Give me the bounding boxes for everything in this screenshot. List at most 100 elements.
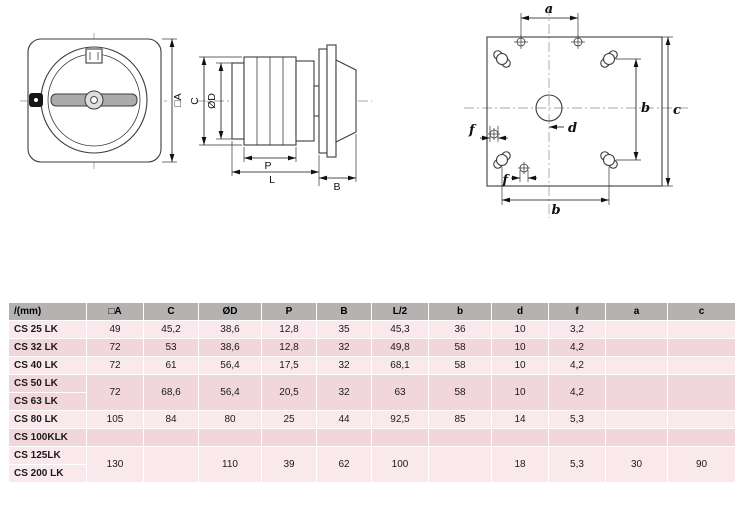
keyhole-slot — [493, 50, 511, 68]
table-cell: 92,5 — [371, 410, 429, 429]
table-cell: 14 — [491, 410, 549, 429]
col-header: C — [143, 302, 199, 321]
table-cell — [143, 446, 199, 483]
table-cell: 30 — [605, 446, 668, 483]
table-cell: 62 — [316, 446, 372, 483]
table-cell: 58 — [428, 374, 492, 411]
small-hole — [514, 35, 528, 49]
technical-drawings: □A C ØD — [20, 2, 688, 218]
row-label: CS 50 LK — [8, 374, 87, 393]
table-cell — [667, 374, 736, 411]
side-view-drawing: C ØD P L B — [189, 44, 372, 193]
table-cell — [548, 428, 606, 447]
keyhole-slot — [600, 50, 618, 68]
table-cell: 35 — [316, 320, 372, 339]
dim-label-p: P — [264, 160, 271, 172]
row-label: CS 80 LK — [8, 410, 87, 429]
table-cell — [667, 428, 736, 447]
table-row: CS 63 LK — [8, 392, 736, 411]
col-header: d — [491, 302, 549, 321]
col-header: L/2 — [371, 302, 429, 321]
table-cell: 90 — [667, 446, 736, 483]
col-header: c — [667, 302, 736, 321]
table-cell: 5,3 — [548, 410, 606, 429]
table-cell: 85 — [428, 410, 492, 429]
table-cell: 56,4 — [198, 356, 262, 375]
table-row: CS 125LK 130 110 39 62 100 18 5,3 30 90 — [8, 446, 736, 483]
row-label: CS 32 LK — [8, 338, 87, 357]
row-label: CS 200 LK — [8, 464, 87, 483]
table-cell — [605, 320, 668, 339]
table-cell — [261, 428, 317, 447]
small-hole — [571, 35, 585, 49]
table-cell: 18 — [491, 446, 549, 483]
indicator-window — [85, 48, 103, 64]
table-row: CS 80 LK 105 84 80 25 44 92,5 85 14 5,3 — [8, 410, 736, 429]
table-cell — [605, 374, 668, 411]
table-row: CS 50 LK 72 68,6 56,4 20,5 32 63 58 10 4… — [8, 374, 736, 411]
small-hole — [518, 162, 530, 174]
keyhole-slot — [493, 151, 511, 169]
table-cell: 63 — [371, 374, 429, 411]
table-cell: 38,6 — [198, 338, 262, 357]
dimension-table: /(mm) □A C ØD P B L/2 b d f a c CS 25 LK… — [8, 302, 736, 483]
col-header: ØD — [198, 302, 262, 321]
table-cell: 38,6 — [198, 320, 262, 339]
col-header: P — [261, 302, 317, 321]
dim-label-f-left: f — [468, 123, 477, 138]
table-cell — [667, 356, 736, 375]
table-cell — [143, 428, 199, 447]
table-cell: 61 — [143, 356, 199, 375]
table-cell: 45,2 — [143, 320, 199, 339]
table-cell: 5,3 — [548, 446, 606, 483]
table-row: CS 200 LK — [8, 464, 736, 483]
table-cell: 84 — [143, 410, 199, 429]
table-cell — [667, 410, 736, 429]
dim-label-d: d — [568, 121, 577, 136]
table-cell: 32 — [316, 338, 372, 357]
dim-label-a: a — [545, 2, 553, 17]
table-cell: 10 — [491, 320, 549, 339]
dim-label-f-bottom: f — [501, 173, 510, 188]
table-cell — [428, 446, 492, 483]
table-cell: 10 — [491, 356, 549, 375]
table-cell: 4,2 — [548, 374, 606, 411]
table-cell: 25 — [261, 410, 317, 429]
table-cell — [667, 320, 736, 339]
table-cell — [428, 428, 492, 447]
table-cell: 4,2 — [548, 356, 606, 375]
table-cell — [605, 356, 668, 375]
col-header: b — [428, 302, 492, 321]
table-row: CS 25 LK 49 45,2 38,6 12,8 35 45,3 36 10… — [8, 320, 736, 339]
dim-label-diameter-d: ØD — [206, 93, 218, 109]
col-header: □A — [86, 302, 144, 321]
table-cell: 44 — [316, 410, 372, 429]
table-cell — [667, 338, 736, 357]
table-cell: 105 — [86, 410, 144, 429]
table-cell: 17,5 — [261, 356, 317, 375]
table-cell — [605, 428, 668, 447]
table-cell — [86, 428, 144, 447]
table-cell: 36 — [428, 320, 492, 339]
mounting-plate — [486, 36, 663, 187]
table-cell: 100 — [371, 446, 429, 483]
table-row: CS 40 LK 72 61 56,4 17,5 32 68,1 58 10 4… — [8, 356, 736, 375]
table-cell: 110 — [198, 446, 262, 483]
table-cell: 58 — [428, 356, 492, 375]
table-cell: 12,8 — [261, 320, 317, 339]
dim-label-b-bottom: b — [551, 203, 560, 218]
handle-profile — [335, 59, 357, 143]
table-cell: 39 — [261, 446, 317, 483]
mounting-pattern-drawing: a b c d f f — [464, 2, 688, 218]
table-cell: 72 — [86, 374, 144, 411]
dim-label-l: L — [269, 174, 275, 186]
table-cell — [605, 338, 668, 357]
table-cell — [371, 428, 429, 447]
row-label: CS 63 LK — [8, 392, 87, 411]
row-label: CS 25 LK — [8, 320, 87, 339]
col-header: B — [316, 302, 372, 321]
table-cell: 32 — [316, 356, 372, 375]
table-cell: 49 — [86, 320, 144, 339]
row-label: CS 100KLK — [8, 428, 87, 447]
